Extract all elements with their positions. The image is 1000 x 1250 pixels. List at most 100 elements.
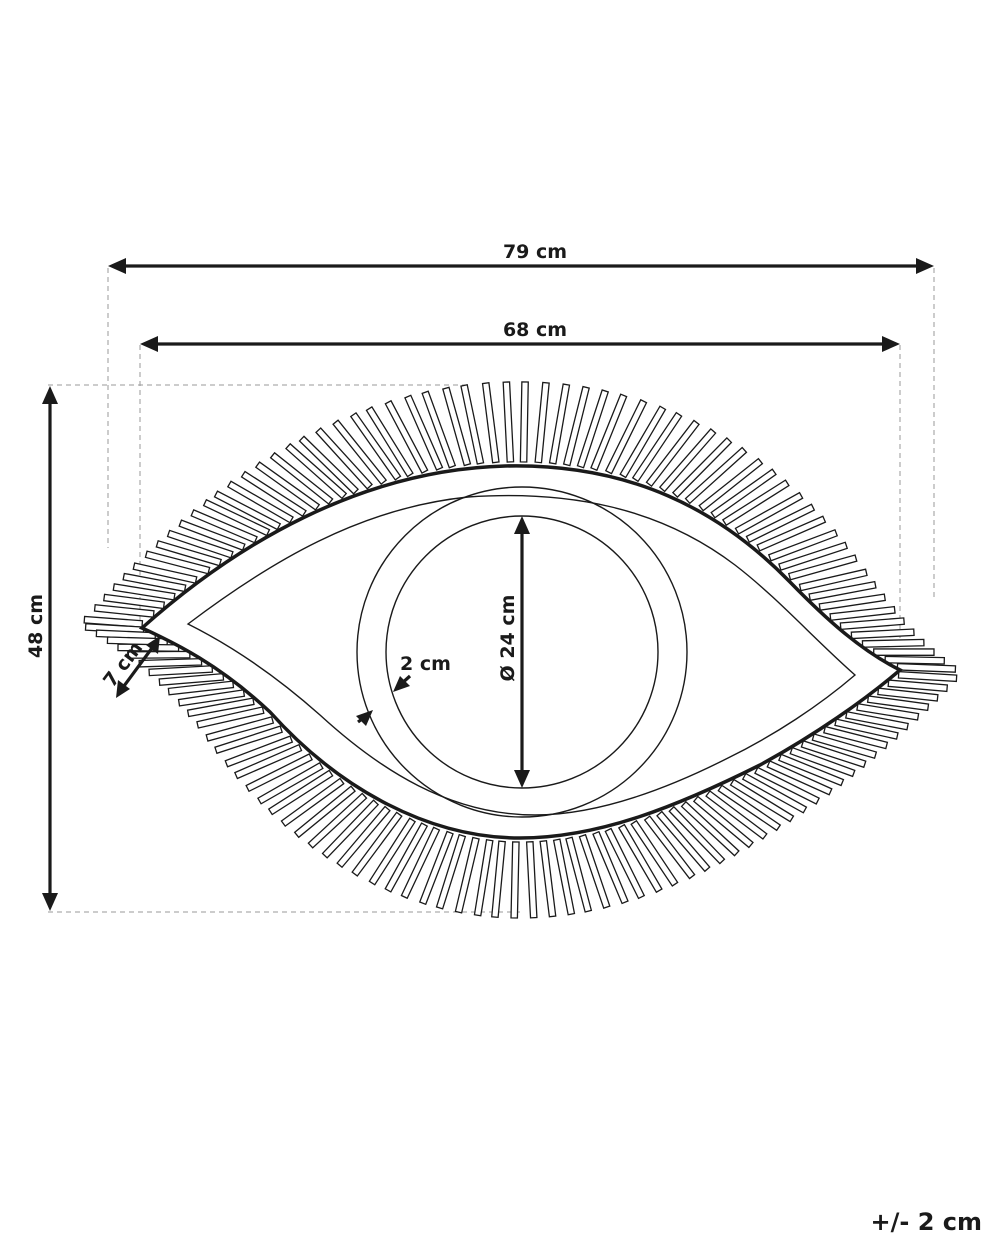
- bottom-lash: [741, 772, 808, 814]
- bottom-lash: [293, 785, 356, 839]
- bottom-lash: [643, 815, 696, 880]
- bottom-lash: [138, 657, 203, 668]
- bottom-lash: [866, 695, 930, 712]
- top-lash: [698, 457, 764, 512]
- dimension-mirror-diameter: Ø 24 cm: [497, 516, 530, 788]
- bottom-lash: [418, 830, 454, 906]
- top-lash: [658, 427, 717, 493]
- top-lash: [829, 605, 896, 621]
- bottom-lash: [148, 665, 214, 677]
- top-lash: [884, 655, 946, 665]
- top-lash: [778, 541, 849, 571]
- top-lash: [767, 528, 839, 562]
- bottom-lash: [656, 810, 711, 873]
- bottom-lash: [834, 718, 899, 740]
- bottom-lash: [578, 833, 611, 909]
- fringe-top: [83, 381, 957, 673]
- top-lash: [745, 503, 816, 544]
- fringe-bottom: [84, 623, 958, 919]
- top-lash: [896, 662, 957, 673]
- top-lash: [721, 479, 790, 527]
- top-lash: [285, 442, 348, 500]
- top-lash: [365, 406, 414, 478]
- bottom-lash: [510, 841, 520, 919]
- top-lash: [404, 394, 444, 471]
- top-lash: [384, 399, 429, 474]
- bottom-lash: [186, 697, 255, 718]
- top-lash: [103, 593, 166, 610]
- bottom-lash: [167, 680, 235, 696]
- bottom-lash: [321, 799, 380, 859]
- top-lash: [122, 572, 187, 593]
- top-lash: [144, 550, 211, 575]
- bottom-lash: [604, 827, 646, 900]
- bottom-lash: [729, 778, 795, 823]
- top-lash: [83, 615, 144, 628]
- top-lash: [132, 562, 198, 584]
- top-lash: [298, 435, 359, 495]
- tolerance-label: +/- 2 cm: [871, 1208, 982, 1236]
- bottom-lash: [158, 672, 225, 687]
- bottom-lash: [336, 805, 391, 869]
- top-lash: [645, 419, 700, 488]
- top-lash: [818, 593, 887, 611]
- top-lash: [619, 405, 667, 479]
- mirror-diameter-label: Ø 24 cm: [497, 595, 519, 682]
- top-lash: [481, 382, 500, 464]
- top-lash: [684, 446, 748, 505]
- frame-width-label: 68 cm: [503, 319, 567, 341]
- top-lash: [112, 583, 176, 601]
- bottom-lash: [789, 746, 856, 778]
- bottom-lash: [887, 679, 949, 693]
- bottom-lash: [592, 830, 629, 905]
- bottom-lash: [196, 706, 265, 729]
- bottom-lash: [692, 795, 754, 849]
- dimension-ring-width: 2 cm: [356, 653, 451, 726]
- bottom-lash: [280, 777, 345, 828]
- top-lash: [190, 509, 258, 544]
- ring-width-label: 2 cm: [400, 653, 451, 675]
- bottom-lash: [630, 819, 679, 887]
- top-lash: [808, 580, 877, 602]
- top-lash: [254, 461, 321, 511]
- bottom-lash: [473, 838, 494, 917]
- top-lash: [460, 384, 485, 465]
- top-lash: [213, 490, 282, 531]
- overall-height-label: 48 cm: [25, 594, 47, 658]
- bottom-lash: [384, 822, 429, 893]
- bottom-lash: [539, 839, 557, 918]
- bottom-lash: [233, 743, 303, 780]
- bottom-lash: [754, 766, 821, 805]
- top-lash: [631, 411, 683, 483]
- bottom-lash: [897, 670, 958, 683]
- bottom-lash: [368, 817, 417, 886]
- dimension-overall-height: 48 cm: [25, 386, 58, 911]
- bottom-lash: [717, 784, 782, 832]
- bottom-lash: [525, 840, 538, 919]
- top-lash: [548, 383, 571, 465]
- dimension-overall-width: 79 cm: [108, 241, 934, 274]
- top-lash: [178, 519, 246, 552]
- bottom-lash: [224, 735, 294, 768]
- bottom-lash: [435, 833, 467, 910]
- dimension-frame-width: 68 cm: [140, 319, 900, 352]
- top-lash: [710, 468, 777, 519]
- top-lash: [519, 381, 529, 463]
- bottom-lash: [257, 761, 324, 805]
- top-lash: [502, 381, 515, 463]
- bottom-lash: [845, 710, 909, 731]
- bottom-lash: [552, 838, 576, 916]
- bottom-lash: [307, 792, 368, 849]
- bottom-lash: [351, 811, 403, 877]
- top-lash: [534, 381, 550, 464]
- bottom-lash: [823, 725, 889, 750]
- bottom-lash: [400, 826, 441, 900]
- bottom-lash: [766, 760, 833, 796]
- top-lash: [269, 451, 334, 505]
- guide-lines: [48, 268, 935, 913]
- top-lash: [590, 393, 628, 472]
- bottom-lash: [214, 725, 283, 755]
- bottom-lash: [454, 836, 480, 914]
- eye-inner-outline: [186, 494, 857, 816]
- top-lash: [315, 427, 373, 490]
